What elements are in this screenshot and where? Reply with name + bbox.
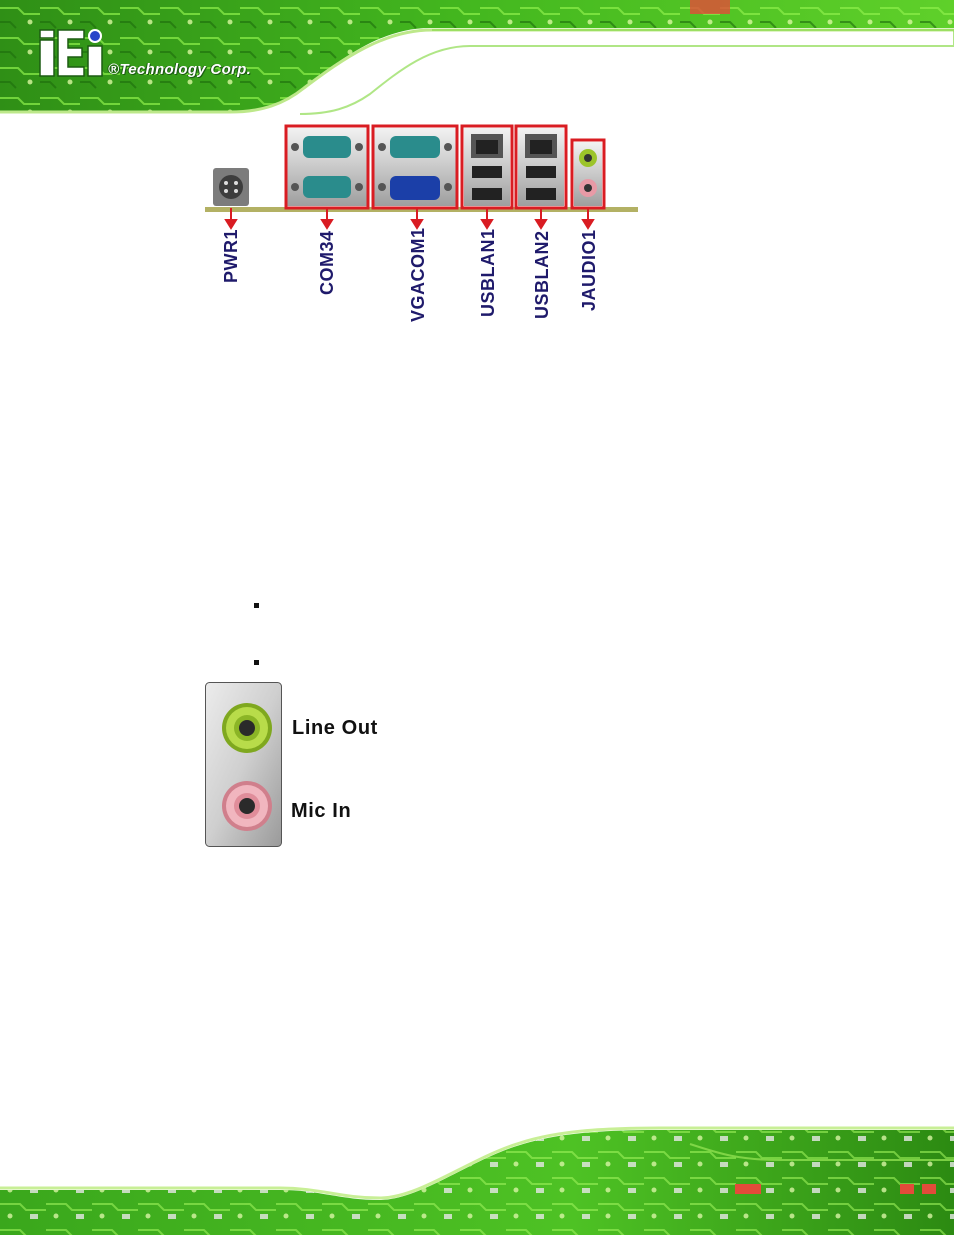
- pwr1-connector: [213, 168, 249, 206]
- usblan1-connector: [460, 124, 514, 210]
- audio-jack-figure: [205, 682, 283, 848]
- mic-in-jack: [222, 781, 272, 831]
- label-usblan2: USBLAN2: [532, 230, 552, 319]
- logo-text: ®Technology Corp.: [108, 61, 252, 78]
- header-banner: ®Technology Corp.: [0, 0, 954, 120]
- io-panel-diagram: [200, 120, 650, 325]
- footer-banner: [0, 1120, 954, 1235]
- line-out-jack: [222, 703, 272, 753]
- label-com34: COM34: [317, 230, 337, 295]
- label-jaudio1: JAUDIO1: [579, 229, 599, 311]
- line-out-label: Line Out: [292, 717, 378, 739]
- com34-connector: [284, 124, 370, 210]
- jaudio1-connector: [570, 138, 606, 210]
- label-pwr1: PWR1: [221, 228, 241, 283]
- usblan2-connector: [514, 124, 568, 210]
- label-usblan1: USBLAN1: [478, 228, 498, 317]
- label-vgacom1: VGACOM1: [408, 227, 428, 322]
- vgacom1-connector: [371, 124, 459, 210]
- bullet-marker: [254, 660, 259, 665]
- mic-in-label: Mic In: [291, 800, 352, 822]
- iei-logo-mark: [39, 29, 103, 77]
- bullet-marker: [254, 603, 259, 608]
